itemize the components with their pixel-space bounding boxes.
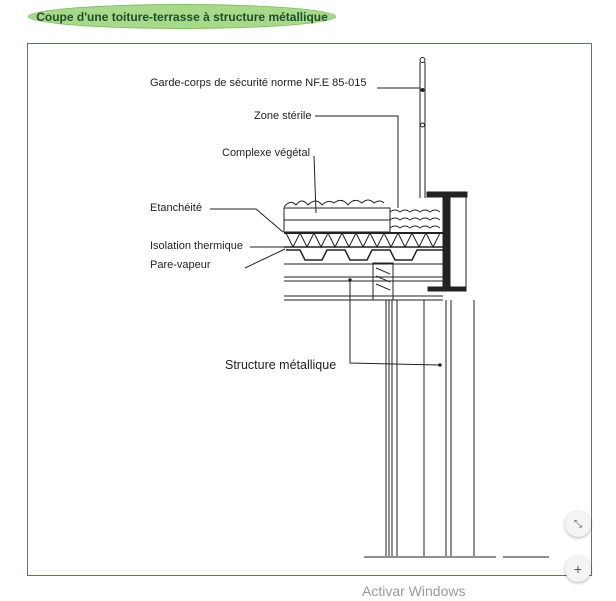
insulation-layer bbox=[284, 231, 443, 249]
steel-deck bbox=[284, 249, 443, 265]
plus-icon: + bbox=[573, 561, 583, 577]
diagram-frame bbox=[27, 43, 592, 576]
label-guardrail: Garde-corps de sécurité norme NF.E 85-01… bbox=[150, 77, 366, 89]
leader-lines bbox=[210, 87, 442, 367]
section-title-pill: Coupe d'une toiture-terrasse à structure… bbox=[28, 4, 336, 29]
beam bbox=[284, 262, 443, 301]
section-title: Coupe d'une toiture-terrasse à structure… bbox=[36, 9, 328, 24]
label-structure: Structure métallique bbox=[225, 358, 336, 372]
collapse-button[interactable]: ⤡ bbox=[565, 511, 591, 537]
label-vegetal: Complexe végétal bbox=[222, 147, 310, 159]
label-sterile-zone: Zone stérile bbox=[254, 110, 311, 122]
label-waterproofing: Etanchéité bbox=[150, 202, 202, 214]
zoom-in-button[interactable]: + bbox=[565, 556, 591, 582]
guardrail bbox=[419, 57, 426, 198]
label-vapor-barrier: Pare-vapeur bbox=[150, 259, 211, 271]
columns bbox=[364, 300, 549, 558]
vegetal-layer bbox=[283, 199, 441, 233]
label-insulation: Isolation thermique bbox=[150, 240, 243, 252]
collapse-icon: ⤡ bbox=[574, 518, 582, 530]
parapet bbox=[426, 191, 468, 292]
windows-activation-watermark: Activar Windows bbox=[362, 583, 466, 599]
